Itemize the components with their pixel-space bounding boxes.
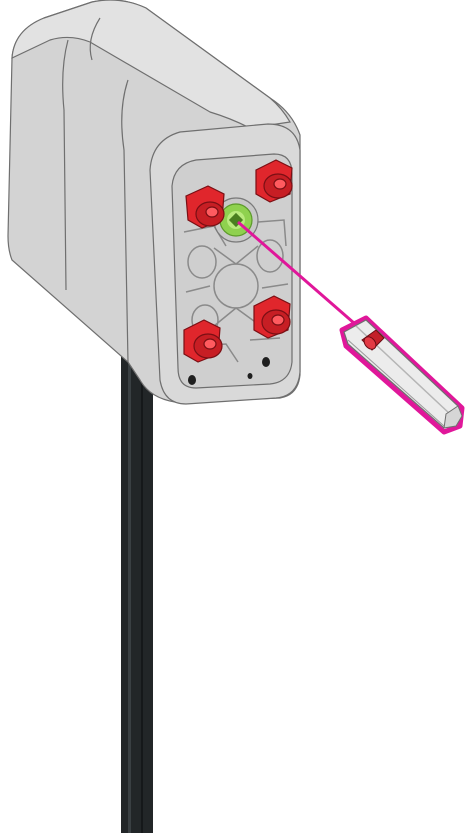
hex-axle <box>342 318 462 432</box>
power-cable <box>121 330 153 833</box>
motor-housing <box>8 0 300 404</box>
